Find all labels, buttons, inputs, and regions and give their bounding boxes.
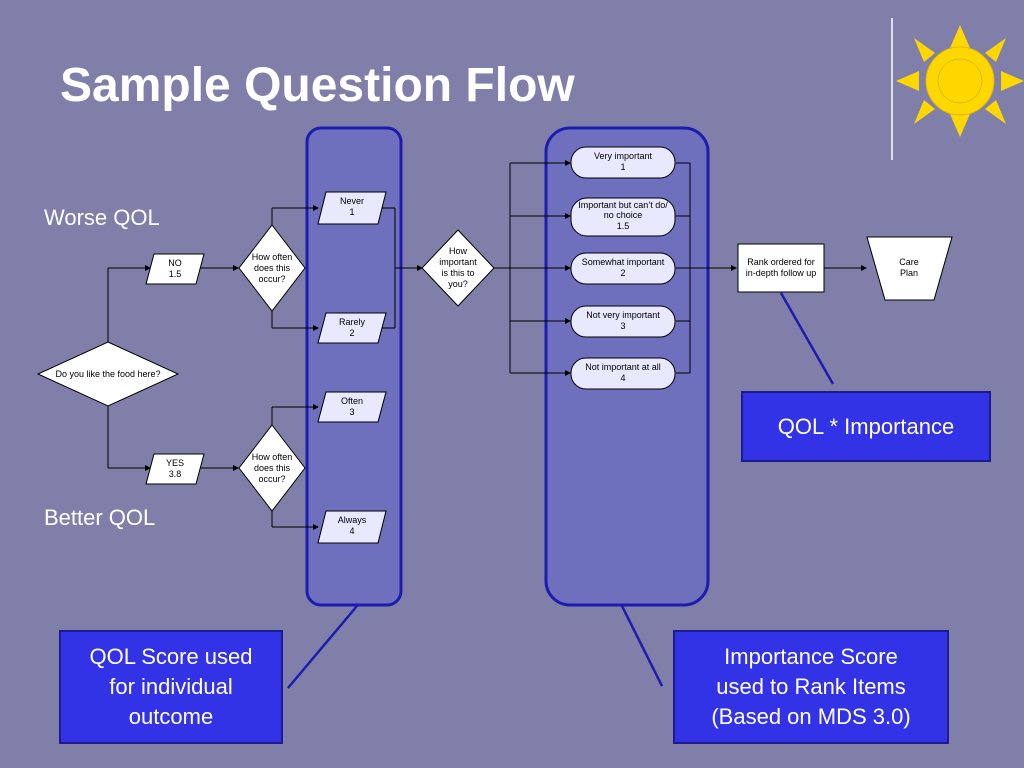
svg-text:1: 1 xyxy=(349,207,354,217)
very-important-node: Very important 1 xyxy=(570,146,676,179)
svg-text:1.5: 1.5 xyxy=(169,269,182,279)
frequency-decision-top: How often does this occur? xyxy=(238,224,306,312)
svg-text:Somewhat important: Somewhat important xyxy=(582,257,665,267)
svg-text:Not important at all: Not important at all xyxy=(585,362,661,372)
qol-importance-pointer xyxy=(779,292,835,385)
yes-answer-node: YES 3.8 xyxy=(145,453,205,485)
svg-text:NO: NO xyxy=(168,258,182,268)
svg-text:How: How xyxy=(449,246,468,256)
importance-score-pointer xyxy=(620,605,664,687)
svg-text:Not very important: Not very important xyxy=(586,310,660,320)
svg-text:2: 2 xyxy=(349,328,354,338)
start-decision-node: Do you like the food here? xyxy=(36,341,180,407)
svg-text:in-depth follow up: in-depth follow up xyxy=(746,268,817,278)
svg-text:Important but can’t do/: Important but can’t do/ xyxy=(578,200,668,210)
svg-text:3: 3 xyxy=(620,321,625,331)
svg-text:does this: does this xyxy=(254,263,291,273)
svg-text:Very important: Very important xyxy=(594,151,653,161)
svg-text:important: important xyxy=(439,257,477,267)
importance-decision-node: How important is this to you? xyxy=(421,229,495,307)
svg-text:Rarely: Rarely xyxy=(339,317,366,327)
svg-text:1: 1 xyxy=(620,162,625,172)
importance-score-callout-text: Importance Score used to Rank Items (Bas… xyxy=(711,644,911,729)
qol-score-callout-text: QOL Score used for individual outcome xyxy=(89,644,253,729)
svg-text:no choice: no choice xyxy=(604,210,643,220)
svg-text:3: 3 xyxy=(349,407,354,417)
somewhat-important-node: Somewhat important 2 xyxy=(570,252,676,285)
care-plan-node: Care Plan xyxy=(866,236,953,301)
svg-text:Care: Care xyxy=(899,257,919,267)
svg-text:occur?: occur? xyxy=(258,274,285,284)
svg-text:you?: you? xyxy=(448,279,468,289)
svg-text:4: 4 xyxy=(349,526,354,536)
often-answer-node: Often 3 xyxy=(317,391,387,423)
svg-text:does this: does this xyxy=(254,463,291,473)
frequency-decision-bottom: How often does this occur? xyxy=(238,424,306,512)
svg-text:YES: YES xyxy=(166,458,184,468)
qol-score-callout: QOL Score used for individual outcome xyxy=(59,630,283,744)
svg-text:Always: Always xyxy=(338,515,367,525)
important-no-choice-node: Important but can’t do/ no choice 1.5 xyxy=(570,197,676,237)
qol-importance-callout-text: QOL * Importance xyxy=(777,413,955,439)
qol-score-column xyxy=(305,126,403,607)
better-qol-label: Better QOL xyxy=(44,505,156,530)
svg-text:Often: Often xyxy=(341,396,363,406)
svg-text:3.8: 3.8 xyxy=(169,469,182,479)
always-answer-node: Always 4 xyxy=(317,510,387,544)
svg-text:How often: How often xyxy=(252,252,293,262)
rarely-answer-node: Rarely 2 xyxy=(317,312,387,344)
svg-text:Plan: Plan xyxy=(900,268,918,278)
svg-text:How often: How often xyxy=(252,452,293,462)
svg-text:1.5: 1.5 xyxy=(617,221,630,231)
not-important-at-all-node: Not important at all 4 xyxy=(570,357,676,390)
start-node-text: Do you like the food here? xyxy=(55,369,160,379)
svg-text:is this to: is this to xyxy=(441,268,474,278)
importance-score-callout: Importance Score used to Rank Items (Bas… xyxy=(673,630,949,744)
worse-qol-label: Worse QOL xyxy=(44,205,160,230)
svg-text:2: 2 xyxy=(620,268,625,278)
sun-logo-icon xyxy=(896,25,1024,137)
qol-score-pointer xyxy=(287,605,358,689)
svg-text:occur?: occur? xyxy=(258,474,285,484)
never-answer-node: Never 1 xyxy=(317,191,387,225)
qol-importance-callout: QOL * Importance xyxy=(741,391,991,462)
no-answer-node: NO 1.5 xyxy=(145,253,205,285)
not-very-important-node: Not very important 3 xyxy=(570,305,676,338)
svg-text:4: 4 xyxy=(620,373,625,383)
rank-ordered-node: Rank ordered for in-depth follow up xyxy=(737,243,825,293)
svg-text:Never: Never xyxy=(340,196,364,206)
page-title: Sample Question Flow xyxy=(60,59,575,112)
svg-text:Rank ordered for: Rank ordered for xyxy=(747,257,815,267)
